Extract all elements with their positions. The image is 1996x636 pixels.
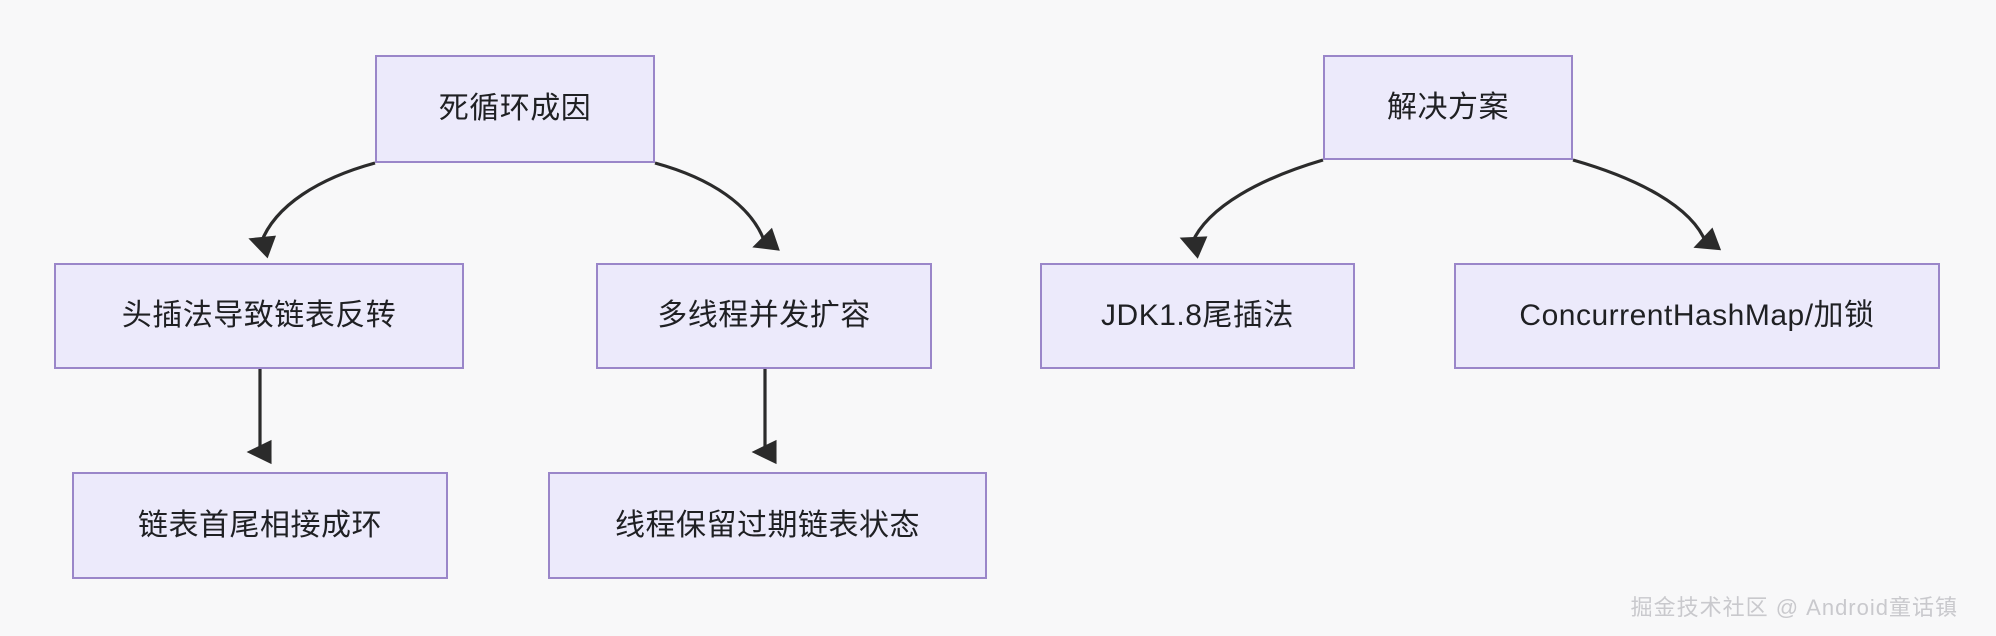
node-thread-keeps-stale-list[interactable]: 线程保留过期链表状态 <box>548 472 987 579</box>
node-label: 头插法导致链表反转 <box>121 299 397 332</box>
node-label: JDK1.8尾插法 <box>1101 299 1294 332</box>
node-head-insert-reverses-list[interactable]: 头插法导致链表反转 <box>54 263 464 369</box>
node-multithread-concurrent-resize[interactable]: 多线程并发扩容 <box>596 263 932 369</box>
node-concurrenthashmap-lock[interactable]: ConcurrentHashMap/加锁 <box>1454 263 1940 369</box>
node-label: 多线程并发扩容 <box>657 299 871 332</box>
edge-cause-to-head-insert <box>248 161 376 259</box>
edge-solution-to-chm-lock <box>1572 158 1722 251</box>
node-label: 解决方案 <box>1387 90 1509 124</box>
node-label: 线程保留过期链表状态 <box>615 508 920 542</box>
node-solution[interactable]: 解决方案 <box>1323 55 1573 160</box>
edge-cause-to-concurrent-resize <box>654 161 780 251</box>
edge-solution-to-jdk18 <box>1179 158 1324 259</box>
node-list-forms-cycle[interactable]: 链表首尾相接成环 <box>72 472 448 579</box>
node-jdk18-tail-insert[interactable]: JDK1.8尾插法 <box>1040 263 1355 369</box>
node-label: 死循环成因 <box>438 92 592 125</box>
watermark-text: 掘金技术社区 @ Android童话镇 <box>1630 595 1958 620</box>
node-death-loop-cause[interactable]: 死循环成因 <box>375 55 655 163</box>
node-label: ConcurrentHashMap/加锁 <box>1519 299 1875 332</box>
node-label: 链表首尾相接成环 <box>138 508 382 542</box>
